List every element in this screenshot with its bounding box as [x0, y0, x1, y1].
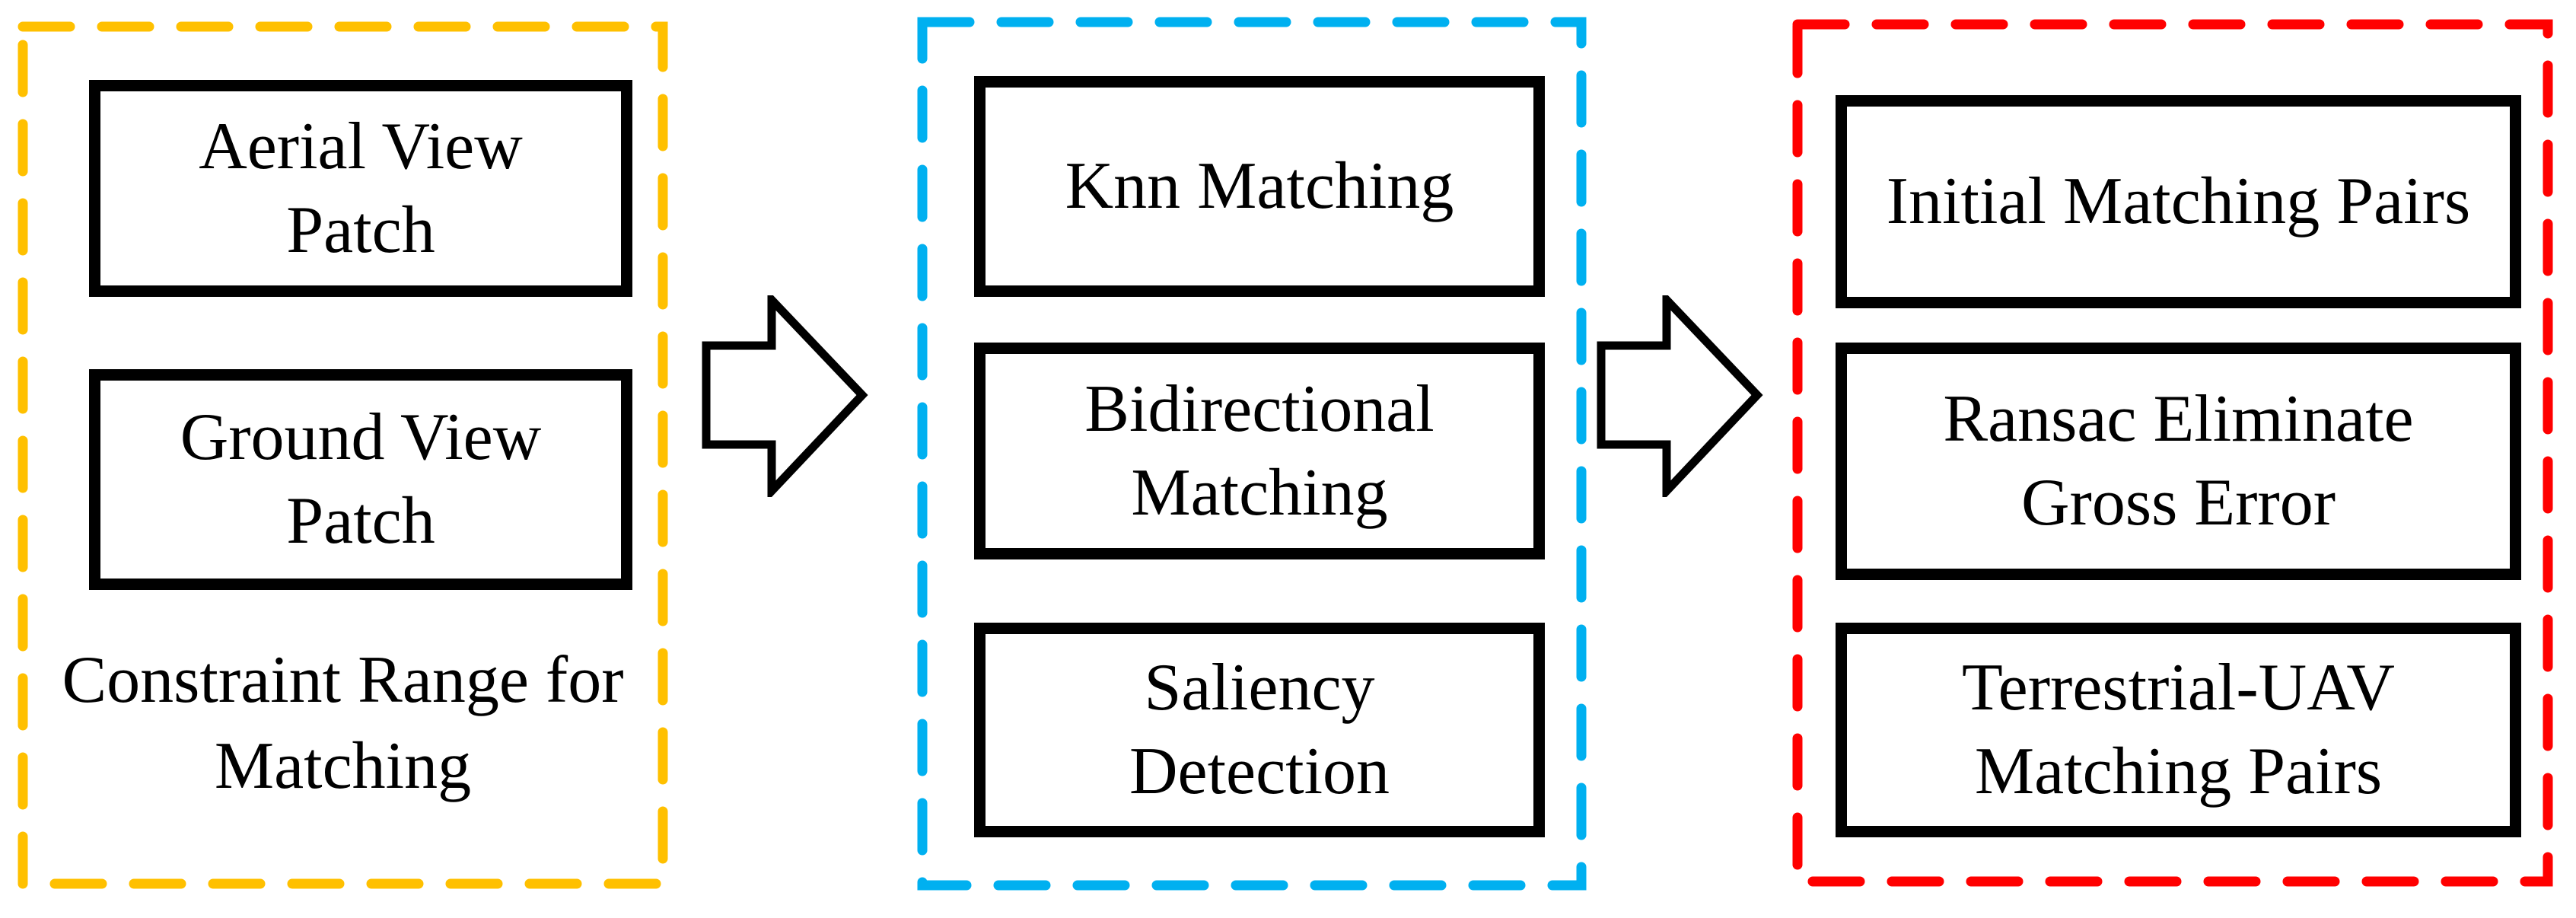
box-terrestrial-uav-matching-pairs: Terrestrial-UAV Matching Pairs	[1836, 623, 2521, 837]
box-label: Initial Matching Pairs	[1886, 164, 2471, 238]
flow-right-arrow-icon	[1597, 295, 1763, 497]
matching-result-group: Initial Matching Pairs Ransac Eliminate …	[1792, 19, 2553, 887]
dashed-border-rect	[1792, 19, 2553, 887]
group-caption-constraint-range: Constraint Range for Matching	[62, 643, 624, 803]
box-label: Saliency Detection	[1129, 651, 1390, 808]
dashed-border-orange	[18, 21, 668, 889]
flow-right-arrow-icon	[702, 295, 868, 497]
constraint-input-group: Aerial View Patch Ground View Patch Cons…	[18, 21, 668, 889]
box-saliency-detection: Saliency Detection	[974, 623, 1545, 837]
box-label: Terrestrial-UAV Matching Pairs	[1962, 651, 2395, 808]
matching-process-group: Knn Matching Bidirectional Matching Sali…	[917, 17, 1587, 891]
box-label: Bidirectional Matching	[1084, 371, 1434, 530]
box-label: Aerial View Patch	[199, 109, 523, 267]
dashed-border-red	[1792, 19, 2553, 887]
box-label: Ransac Eliminate Gross Error	[1943, 382, 2414, 540]
box-ransac-eliminate-gross-error: Ransac Eliminate Gross Error	[1836, 343, 2521, 580]
box-label: Knn Matching	[1065, 149, 1454, 223]
dashed-border-rect	[917, 17, 1587, 891]
dashed-border-rect	[18, 21, 668, 889]
box-knn-matching: Knn Matching	[974, 76, 1545, 297]
dashed-border-blue	[917, 17, 1587, 891]
box-bidirectional-matching: Bidirectional Matching	[974, 343, 1545, 559]
box-aerial-view-patch: Aerial View Patch	[89, 80, 632, 297]
box-label: Ground View Patch	[180, 400, 542, 558]
box-ground-view-patch: Ground View Patch	[89, 369, 632, 590]
box-initial-matching-pairs: Initial Matching Pairs	[1836, 95, 2521, 308]
